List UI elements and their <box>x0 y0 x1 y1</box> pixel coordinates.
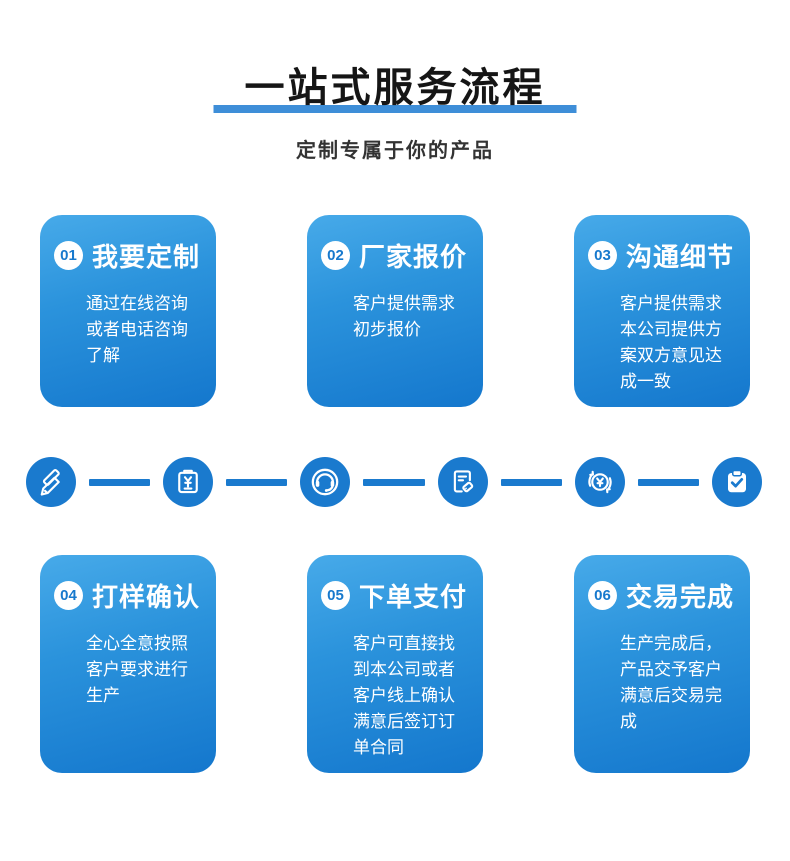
step-description: 客户可直接找到本公司或者客户线上确认满意后签订订单合同 <box>353 634 455 757</box>
step-description: 生产完成后，产品交予客户满意后交易完成 <box>620 634 722 731</box>
step-number-badge: 06 <box>588 581 617 610</box>
pencil-ruler-icon <box>26 457 76 507</box>
step-card-1: 01 我要定制 通过在线咨询或者电话咨询了解 <box>40 215 216 407</box>
title-block: 一站式服务流程 <box>213 66 577 113</box>
step-card-head: 05 下单支付 <box>321 577 469 614</box>
title-underline-bar <box>213 105 577 113</box>
step-description: 客户提供需求本公司提供方案双方意见达成一致 <box>620 294 722 391</box>
step-number-badge: 01 <box>54 241 83 270</box>
step-title: 下单支付 <box>359 582 468 612</box>
step-title: 沟通细节 <box>626 242 735 272</box>
step-number-badge: 02 <box>321 241 350 270</box>
header: 一站式服务流程 定制专属于你的产品 <box>0 0 790 163</box>
connector-line <box>226 478 288 486</box>
clipboard-check-icon <box>712 457 763 507</box>
document-tag-icon <box>437 457 488 507</box>
connector-line <box>89 478 151 486</box>
step-card-4: 04 打样确认 全心全意按照客户要求进行生产 <box>40 555 216 773</box>
step-description: 全心全意按照客户要求进行生产 <box>86 634 188 705</box>
step-card-head: 06 交易完成 <box>588 577 736 614</box>
step-card-head: 01 我要定制 <box>54 237 202 274</box>
step-card-5: 05 下单支付 客户可直接找到本公司或者客户线上确认满意后签订订单合同 <box>307 555 483 773</box>
headset-service-icon <box>300 457 351 507</box>
steps-row-bottom: 04 打样确认 全心全意按照客户要求进行生产 05 下单支付 客户可直接找到本公… <box>0 555 790 773</box>
step-number-badge: 04 <box>54 581 83 610</box>
connector-line <box>637 478 700 486</box>
process-icon-row <box>0 457 790 507</box>
step-card-2: 02 厂家报价 客户提供需求初步报价 <box>307 215 483 407</box>
step-description: 客户提供需求初步报价 <box>353 294 455 339</box>
steps-row-top: 01 我要定制 通过在线咨询或者电话咨询了解 02 厂家报价 客户提供需求初步报… <box>0 215 790 407</box>
step-card-head: 02 厂家报价 <box>321 237 469 274</box>
page-subtitle: 定制专属于你的产品 <box>296 140 494 162</box>
connector-line <box>363 478 425 486</box>
step-card-3: 03 沟通细节 客户提供需求本公司提供方案双方意见达成一致 <box>574 215 750 407</box>
step-description: 通过在线咨询或者电话咨询了解 <box>86 294 188 365</box>
step-card-head: 03 沟通细节 <box>588 237 736 274</box>
step-card-head: 04 打样确认 <box>54 577 202 614</box>
yen-exchange-icon <box>574 457 625 507</box>
step-title: 厂家报价 <box>359 242 468 272</box>
connector-line <box>500 478 562 486</box>
step-card-6: 06 交易完成 生产完成后，产品交予客户满意后交易完成 <box>574 555 750 773</box>
step-title: 交易完成 <box>626 582 735 612</box>
step-number-badge: 05 <box>321 581 350 610</box>
invoice-yen-icon <box>163 457 214 507</box>
step-number-badge: 03 <box>588 241 617 270</box>
page-title: 一站式服务流程 <box>244 66 546 110</box>
step-title: 我要定制 <box>92 242 201 272</box>
step-title: 打样确认 <box>92 582 201 612</box>
